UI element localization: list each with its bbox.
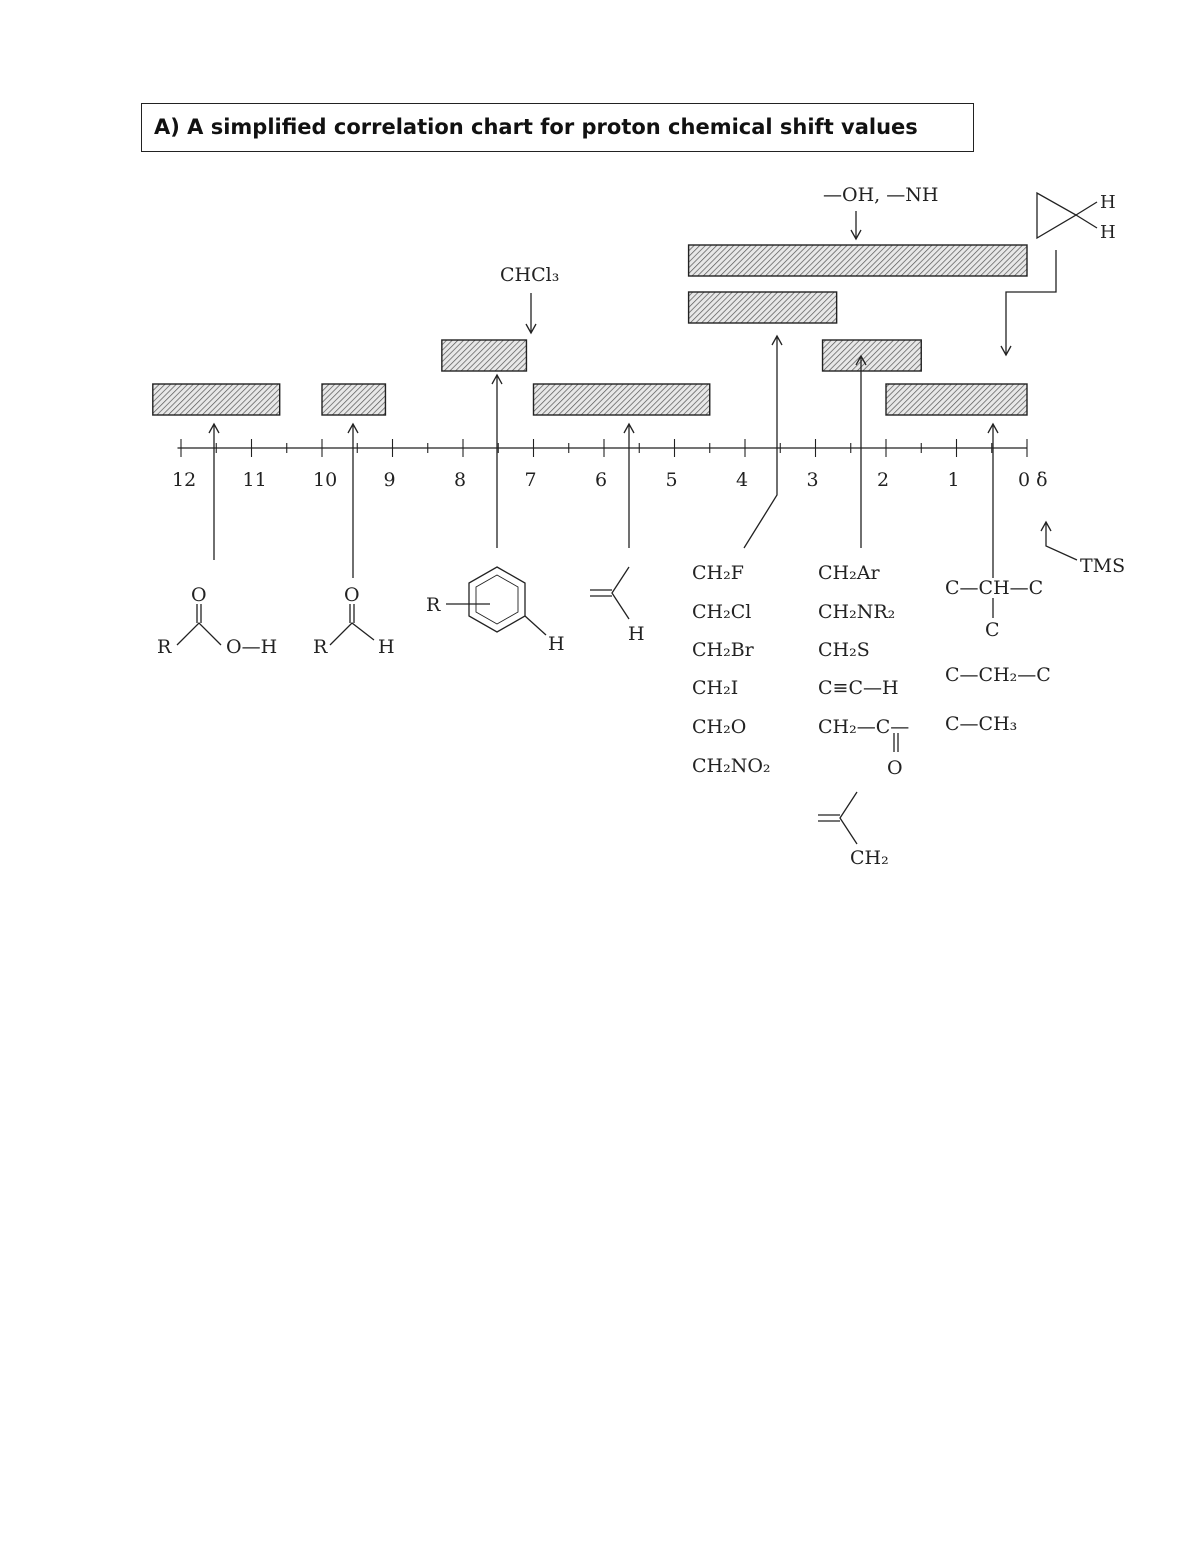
arrowhead-aromatic	[491, 373, 503, 385]
arrows	[208, 211, 1078, 578]
range-bar-7	[885, 383, 1028, 416]
range-bar-0	[152, 383, 281, 416]
axis-tick-label: 7	[525, 469, 537, 491]
structures	[176, 191, 1098, 845]
axis-tick-label: 8	[454, 469, 466, 491]
label-ch2y-4: CH₂—C—	[818, 716, 909, 738]
aldehyde-structure	[329, 622, 375, 646]
arrowhead-alkene	[623, 422, 635, 434]
label-cyclo-h2: H	[1100, 222, 1116, 243]
axis-tick-label: 6	[595, 469, 607, 491]
label-acid-o: O	[191, 584, 207, 606]
label-ch2x-5: CH₂NO₂	[692, 755, 771, 777]
allylic-structure	[839, 791, 858, 845]
label-cyclo-h1: H	[1100, 192, 1116, 213]
label-ald-h: H	[378, 636, 395, 658]
label-ald-o: O	[344, 584, 360, 606]
label-ch2x-1: CH₂Cl	[692, 601, 751, 623]
arrowhead-ch2ar	[855, 354, 867, 366]
benzene-ring	[468, 566, 526, 633]
arrowhead-aldehyde	[347, 422, 359, 434]
label-ch2y-1: CH₂NR₂	[818, 601, 895, 623]
label-alkyl-2: C—CH₂—C	[945, 664, 1051, 686]
label-acid-r: R	[157, 636, 172, 658]
label-arom-r: R	[426, 594, 441, 616]
range-bar-4	[687, 244, 1028, 277]
delta-axis: 12 11 10 9 8 7 6 5 4 3 2 1 0 δ	[172, 439, 1048, 491]
label-oh-nh: —OH, —NH	[823, 184, 938, 206]
axis-tick-label: 4	[736, 469, 748, 491]
alkene-structure	[611, 566, 630, 620]
arrow-ch2x	[743, 336, 778, 549]
axis-tick-label: 1	[948, 469, 960, 491]
arrowhead-ch2x	[771, 334, 783, 346]
arrow-tms	[1045, 522, 1078, 561]
label-allyl-ch2: CH₂	[850, 847, 889, 869]
axis-tick-label: 3	[807, 469, 819, 491]
label-ch2y-3: C≡C—H	[818, 677, 899, 699]
label-alkene-h: H	[628, 623, 645, 645]
axis-tick-label: 9	[384, 469, 396, 491]
axis-tick-label: 2	[877, 469, 889, 491]
arrowhead-cyclopropane	[1000, 345, 1012, 357]
axis-tick-label: 0 δ	[1018, 469, 1048, 491]
label-alkyl-0: C—CH—C	[945, 577, 1043, 599]
shift-ranges	[152, 244, 1028, 416]
range-bar-1	[321, 383, 387, 416]
acid-structure	[176, 622, 222, 646]
label-tms: TMS	[1080, 555, 1125, 577]
arrowhead-oh-nh	[850, 229, 862, 241]
label-ald-r: R	[313, 636, 328, 658]
label-ch2y-0: CH₂Ar	[818, 562, 880, 584]
cyclopropane-ring	[1036, 191, 1078, 240]
label-alkyl-1: C	[985, 619, 1000, 641]
label-ch2x-4: CH₂O	[692, 716, 746, 738]
page-title: A) A simplified correlation chart for pr…	[141, 103, 974, 152]
arrowhead-acid	[208, 422, 220, 434]
label-alkyl-3: C—CH₃	[945, 713, 1017, 735]
axis-tick-label: 5	[666, 469, 678, 491]
arrowhead-tms	[1040, 520, 1052, 532]
axis-tick-label: 11	[243, 469, 267, 491]
axis-tick-label: 10	[313, 469, 337, 491]
label-ch2x-2: CH₂Br	[692, 639, 755, 661]
label-chcl3: CHCl₃	[500, 264, 559, 286]
label-acid-oh: O—H	[226, 636, 277, 658]
label-arom-h: H	[548, 633, 565, 655]
range-bar-5	[687, 291, 838, 324]
axis-tick-label: 12	[172, 469, 196, 491]
range-bar-2	[441, 339, 528, 372]
range-bar-3	[532, 383, 711, 416]
label-ch2y-2: CH₂S	[818, 639, 870, 661]
label-ch2x-0: CH₂F	[692, 562, 744, 584]
arrowhead-alkyl	[987, 422, 999, 434]
arrowhead-chcl3	[525, 323, 537, 335]
range-bar-6	[821, 339, 922, 372]
label-ch2x-3: CH₂I	[692, 677, 738, 699]
arrow-cyclopropane	[1005, 250, 1057, 355]
label-carbonyl-o: O	[887, 757, 903, 779]
